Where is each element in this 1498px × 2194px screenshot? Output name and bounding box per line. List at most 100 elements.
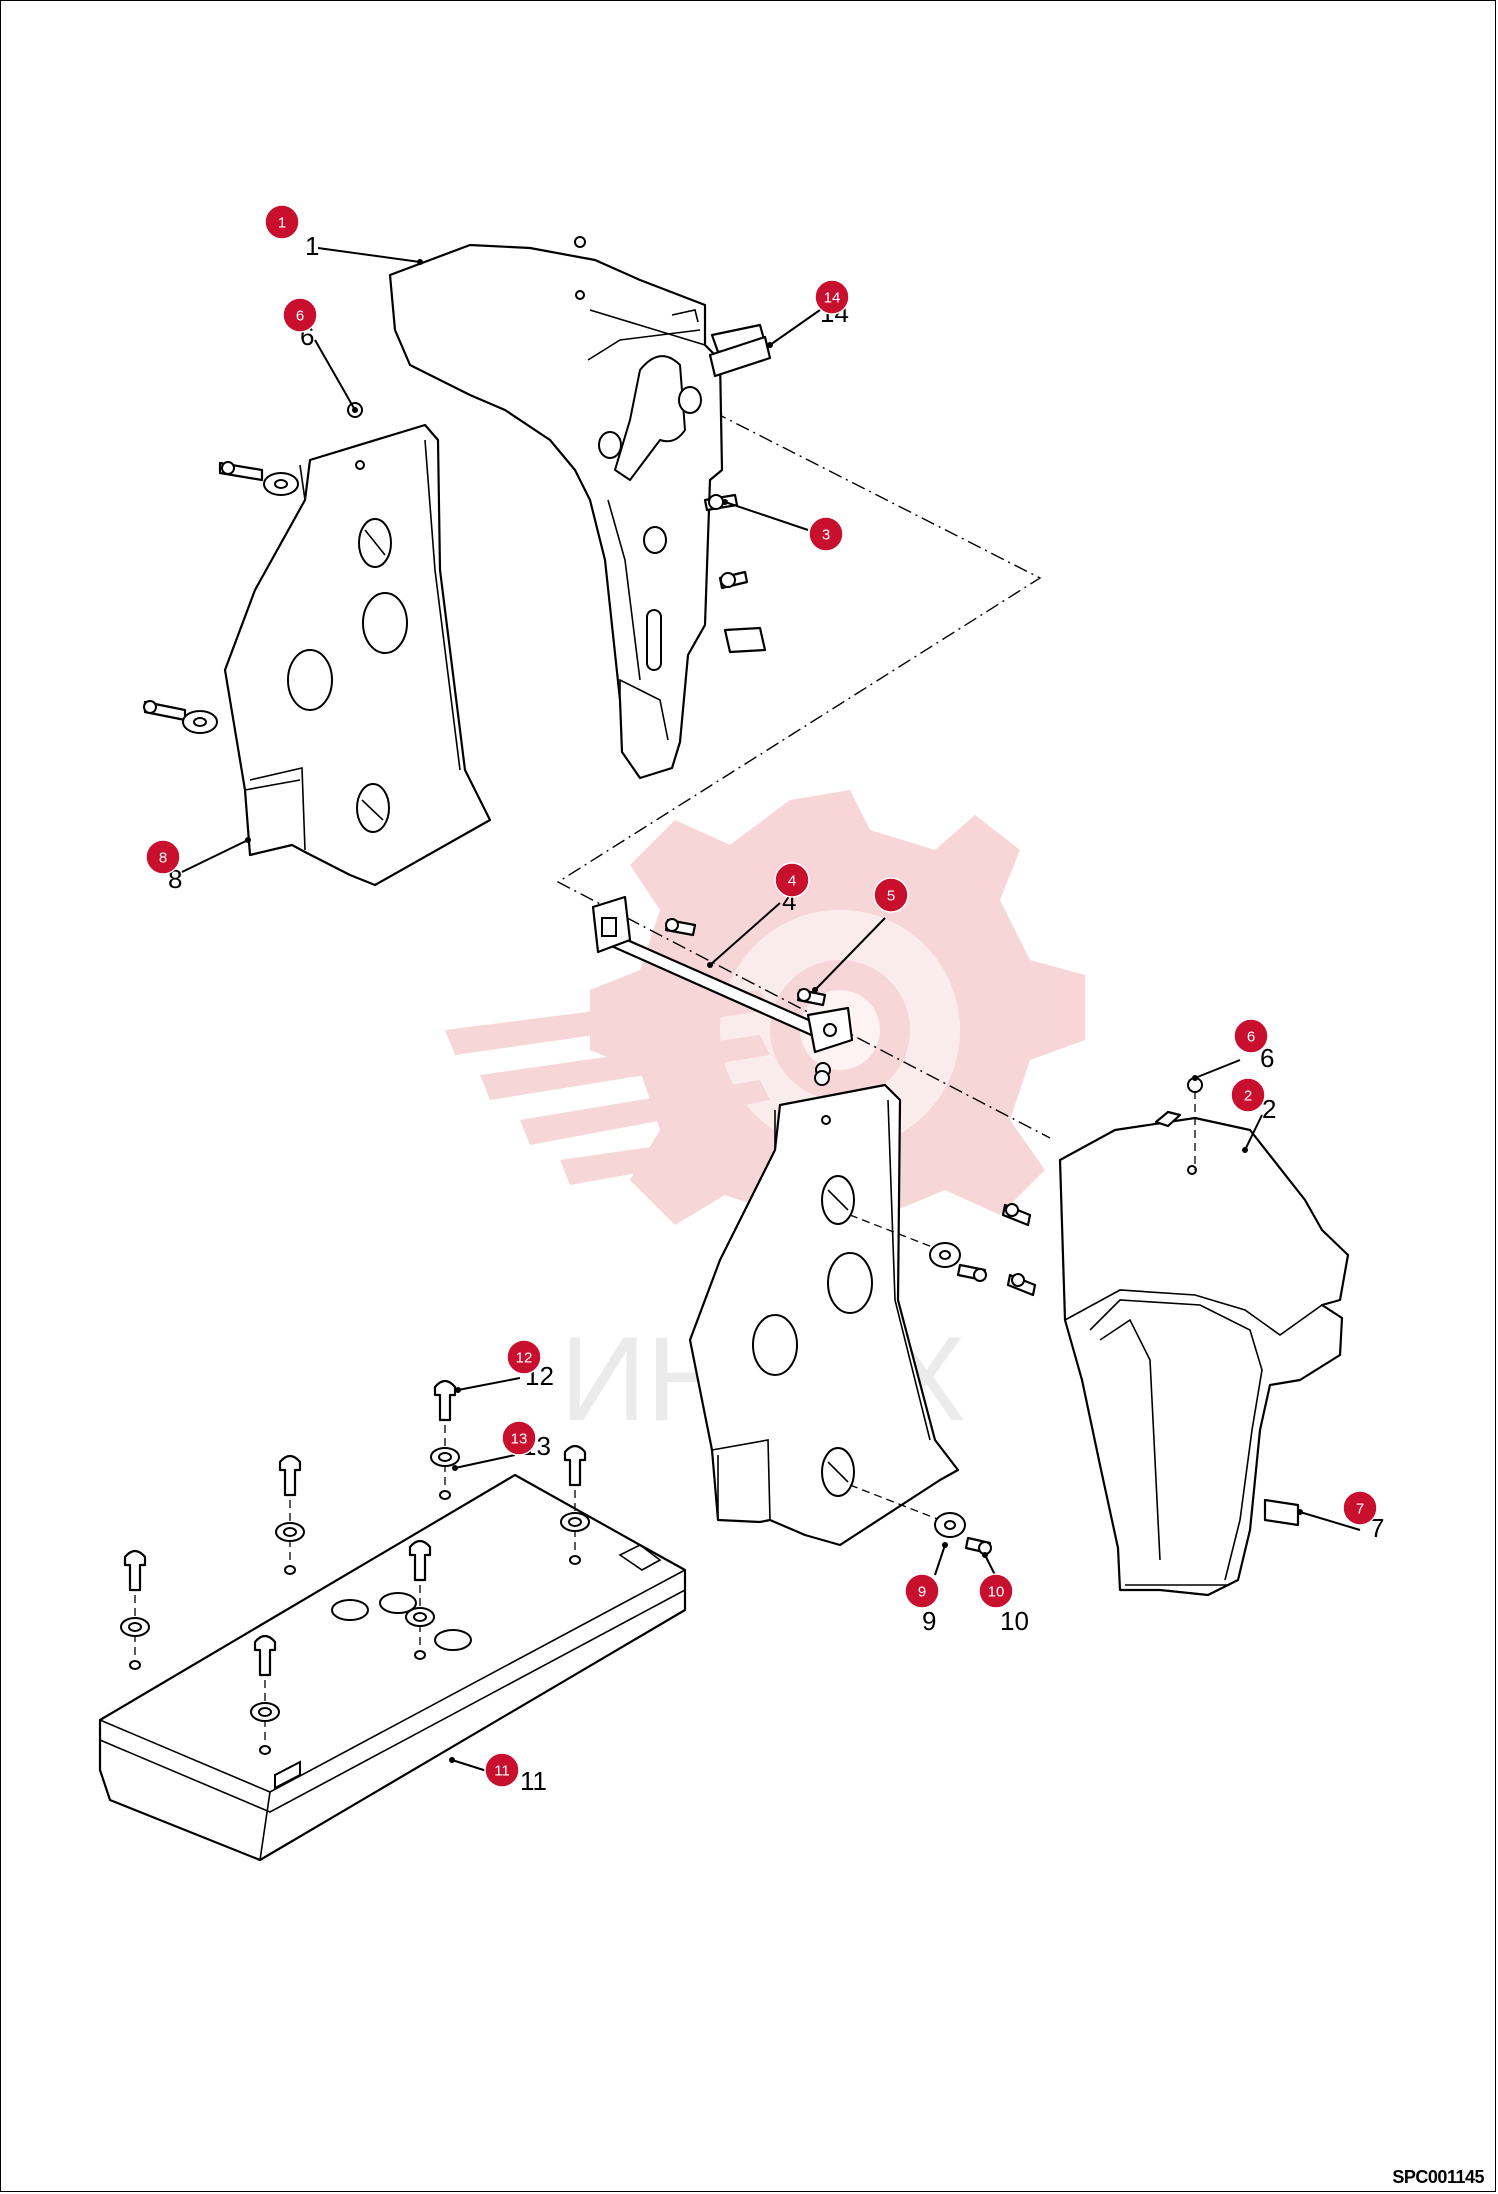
- leader-line-c10: [984, 1554, 996, 1576]
- washer-bolt-left: [143, 402, 363, 734]
- part-number-label: 6: [1260, 1043, 1274, 1073]
- leader-line-c3: [724, 501, 809, 531]
- callout-circle: [1230, 1077, 1266, 1113]
- leader-tip-c3: [722, 499, 728, 505]
- leader-tip-c6a: [352, 407, 358, 413]
- leader-line-c4: [709, 902, 781, 966]
- left-side-plate: [223, 423, 492, 887]
- leader-tip-c4: [707, 962, 713, 968]
- right-side-plate: [688, 1083, 1037, 1555]
- mounting-hole: [414, 1650, 426, 1660]
- callout-circle: [264, 204, 300, 240]
- leader-tip-c1: [417, 259, 423, 265]
- leader-line-c12: [457, 1377, 521, 1391]
- leader-tip-c6b: [1192, 1075, 1198, 1081]
- callout-circle: [282, 297, 318, 333]
- leader-tip-c7: [1297, 1509, 1303, 1515]
- callout-circle: [814, 279, 850, 315]
- callout-c2[interactable]: 2: [1230, 1077, 1266, 1113]
- bolt: [563, 1444, 587, 1487]
- part-2-right-cover: [1058, 1078, 1350, 1597]
- leader-tip-c13: [452, 1465, 458, 1471]
- callout-circle: [904, 1573, 940, 1609]
- leader-line-c1: [317, 247, 421, 263]
- bolt: [253, 1634, 277, 1677]
- callout-circle: [484, 1752, 520, 1788]
- assembly-guide-line: [556, 399, 1051, 1139]
- callout-c7[interactable]: 7: [1342, 1490, 1378, 1526]
- part-number-label: 10: [1000, 1606, 1029, 1636]
- part-number-label: 2: [1262, 1094, 1276, 1124]
- leader-tip-c14: [767, 342, 773, 348]
- leader-line-c6b: [1194, 1059, 1241, 1079]
- leader-line-c6a: [314, 339, 356, 411]
- part-number-label: 1: [305, 231, 319, 261]
- callout-c14[interactable]: 14: [814, 279, 850, 315]
- part-14-plate: [708, 335, 772, 378]
- leader-line-c11: [451, 1759, 491, 1773]
- washer-hole: [283, 1527, 297, 1537]
- callout-c3[interactable]: 3: [808, 516, 844, 552]
- washer-hole: [413, 1612, 427, 1622]
- callout-c4[interactable]: 4: [774, 862, 810, 898]
- leader-line-c5: [814, 917, 886, 991]
- bolt: [123, 1549, 147, 1592]
- mounting-hole: [259, 1745, 271, 1755]
- part-number-label: 9: [922, 1606, 936, 1636]
- drawing-code: SPC001145: [1392, 2167, 1484, 2187]
- callout-circle: [873, 877, 909, 913]
- callout-c10[interactable]: 10: [978, 1573, 1014, 1609]
- part-number-label: 11: [520, 1766, 547, 1796]
- callout-c12[interactable]: 12: [506, 1339, 542, 1375]
- mounting-hole: [129, 1660, 141, 1670]
- leader-line-c9: [934, 1544, 946, 1576]
- part-number-label: 7: [1370, 1513, 1384, 1543]
- callout-c5[interactable]: 5: [873, 877, 909, 913]
- leader-lines: [181, 247, 1361, 1773]
- leader-line-c2: [1244, 1114, 1263, 1151]
- leader-tip-c2: [1242, 1147, 1248, 1153]
- washer-hole: [258, 1707, 272, 1717]
- callout-c1[interactable]: 1: [264, 204, 300, 240]
- base-bolts: [120, 1070, 1203, 1755]
- part-11-base-plate: [98, 1473, 687, 1862]
- callout-circle: [145, 839, 181, 875]
- bolt: [433, 1379, 457, 1422]
- callout-c11[interactable]: 11: [484, 1752, 520, 1788]
- leader-line-c7: [1299, 1511, 1361, 1531]
- washer-hole: [568, 1517, 582, 1527]
- leader-line-c8: [181, 839, 249, 873]
- mounting-hole: [439, 1490, 451, 1500]
- callout-c6b[interactable]: 6: [1233, 1018, 1269, 1054]
- washer-hole: [128, 1622, 142, 1632]
- leader-tip-c9: [942, 1542, 948, 1548]
- callout-circle: [774, 862, 810, 898]
- callout-circle: [1342, 1490, 1378, 1526]
- callout-circle: [506, 1339, 542, 1375]
- callout-c9[interactable]: 9: [904, 1573, 940, 1609]
- callout-circle: [808, 516, 844, 552]
- washer-hole: [438, 1452, 452, 1462]
- leader-line-c13: [454, 1454, 516, 1469]
- leader-tip-c12: [455, 1387, 461, 1393]
- mounting-hole: [284, 1565, 296, 1575]
- nut: [814, 1070, 830, 1086]
- leader-tip-c8: [245, 837, 251, 843]
- leader-tip-c5: [812, 987, 818, 993]
- part-1-upper-cover: [388, 236, 767, 780]
- callout-circle: [1233, 1018, 1269, 1054]
- leader-tip-c11: [449, 1757, 455, 1763]
- bolt: [408, 1539, 432, 1582]
- part-4-shaft: [591, 895, 854, 1078]
- callout-circle: [501, 1420, 537, 1456]
- callout-circle: [978, 1573, 1014, 1609]
- mounting-hole: [569, 1555, 581, 1565]
- leader-tip-c10: [982, 1552, 988, 1558]
- leader-line-c14: [769, 309, 821, 346]
- callout-c6a[interactable]: 6: [282, 297, 318, 333]
- callout-c13[interactable]: 13: [501, 1420, 537, 1456]
- bolt: [278, 1454, 302, 1497]
- callout-c8[interactable]: 8: [145, 839, 181, 875]
